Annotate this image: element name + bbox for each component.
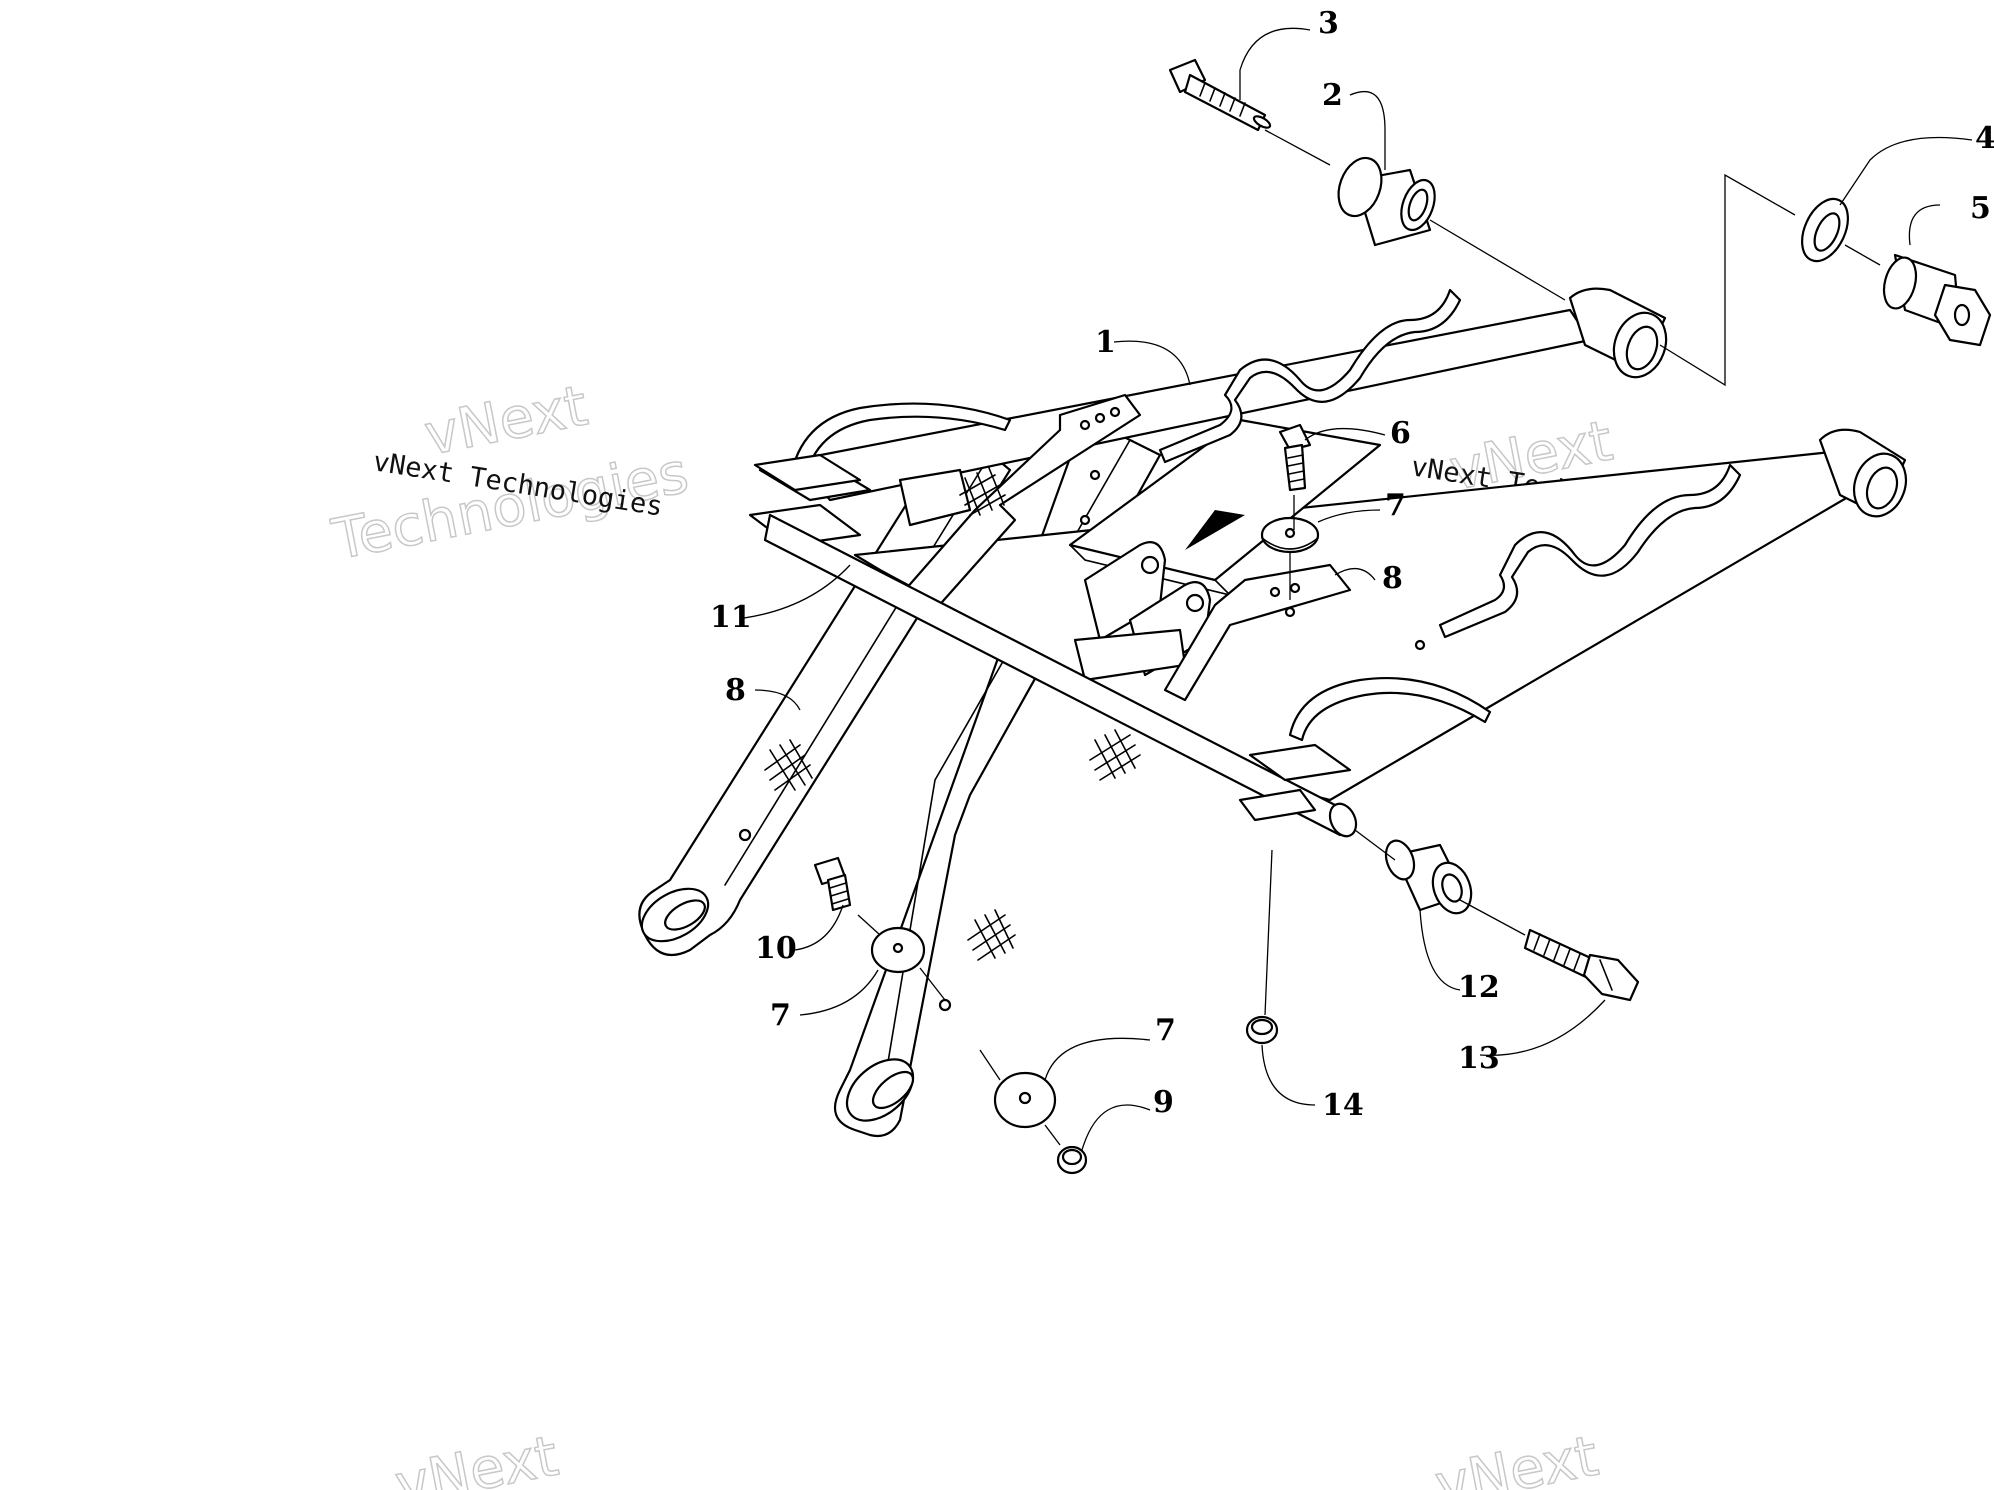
wire-rod-right (1438, 463, 1742, 639)
callout-7-top: 7 (1385, 488, 1406, 523)
watermark-brand: vNext (1430, 1424, 1603, 1490)
callout-labels: 3 2 4 5 1 6 7 8 11 8 10 7 7 9 12 13 14 (710, 6, 1994, 1123)
part-13-bolt (1523, 928, 1640, 1002)
part-14-nut (1245, 1015, 1279, 1045)
callout-10: 10 (755, 931, 797, 966)
callout-14: 14 (1322, 1088, 1364, 1123)
callout-3: 3 (1318, 6, 1339, 41)
part-3-bolt (1168, 58, 1272, 132)
callout-8-left: 8 (725, 673, 746, 708)
callout-8-right: 8 (1382, 561, 1403, 596)
watermark-left: vNext Technologies (326, 373, 694, 574)
front-direction-arrow (1185, 510, 1245, 550)
part-2-bushing (1337, 156, 1436, 247)
explode-lines (857, 129, 1881, 1146)
part-9-nut (1056, 1145, 1088, 1175)
callout-1: 1 (1095, 325, 1116, 360)
part-5-sleeve (1882, 253, 1992, 347)
callout-9: 9 (1153, 1085, 1174, 1120)
part-12-bushing (1384, 839, 1473, 915)
part-6-bolt (1278, 423, 1312, 492)
strap-right (1163, 563, 1426, 702)
hatch-mark (967, 729, 1141, 961)
part-10-bolt (813, 856, 852, 912)
part-4-washer (1801, 197, 1849, 263)
callout-12: 12 (1458, 970, 1500, 1005)
callout-leaders (743, 27, 1973, 1151)
watermark-brand: vNext (420, 374, 593, 469)
watermark-bottom-right: vNext (1430, 1423, 1605, 1490)
strap-left (903, 393, 1142, 612)
part-7-washer-left (870, 926, 926, 974)
watermark-brand: vNext (390, 1424, 563, 1490)
part-7-washer-top (1260, 516, 1320, 554)
callout-5: 5 (1970, 191, 1991, 226)
callout-11: 11 (710, 600, 752, 635)
callout-7-left: 7 (770, 998, 791, 1033)
callout-13: 13 (1458, 1041, 1500, 1076)
hatch-mark (764, 739, 813, 791)
watermark-bottom-left: vNext (390, 1423, 565, 1490)
callout-7-bottom: 7 (1155, 1013, 1176, 1048)
part-7-washer-bottom (993, 1071, 1057, 1129)
rear-arm-frame (748, 287, 1908, 802)
hatch-mark (959, 467, 1006, 516)
wire-rod-left (1158, 288, 1462, 464)
callout-4: 4 (1975, 121, 1994, 156)
cross-shaft (753, 453, 1358, 838)
callout-6: 6 (1390, 416, 1411, 451)
callout-2: 2 (1322, 78, 1343, 113)
